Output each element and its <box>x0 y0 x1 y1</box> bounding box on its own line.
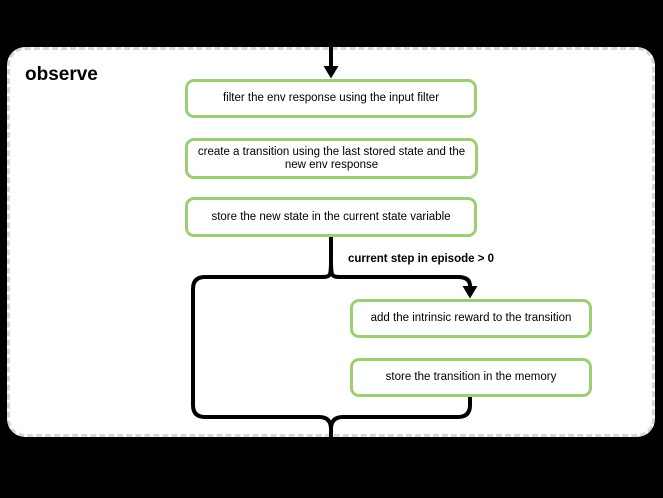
node-create-transition: create a transition using the last store… <box>185 138 478 179</box>
edge-merge-branch <box>329 396 472 430</box>
arrowhead-down-icon <box>323 66 339 79</box>
node-store-new-state: store the new state in the current state… <box>185 197 477 237</box>
group-title: observe <box>25 64 98 85</box>
node-filter-env-response: filter the env response using the input … <box>185 79 477 118</box>
edge-bypass-branch <box>191 236 333 462</box>
arrowhead-down-icon <box>462 286 478 299</box>
node-add-intrinsic-reward: add the intrinsic reward to the transiti… <box>350 299 592 338</box>
branch-condition-label: current step in episode > 0 <box>348 253 495 265</box>
edge-true-branch <box>329 259 472 288</box>
node-store-transition: store the transition in the memory <box>350 358 592 397</box>
